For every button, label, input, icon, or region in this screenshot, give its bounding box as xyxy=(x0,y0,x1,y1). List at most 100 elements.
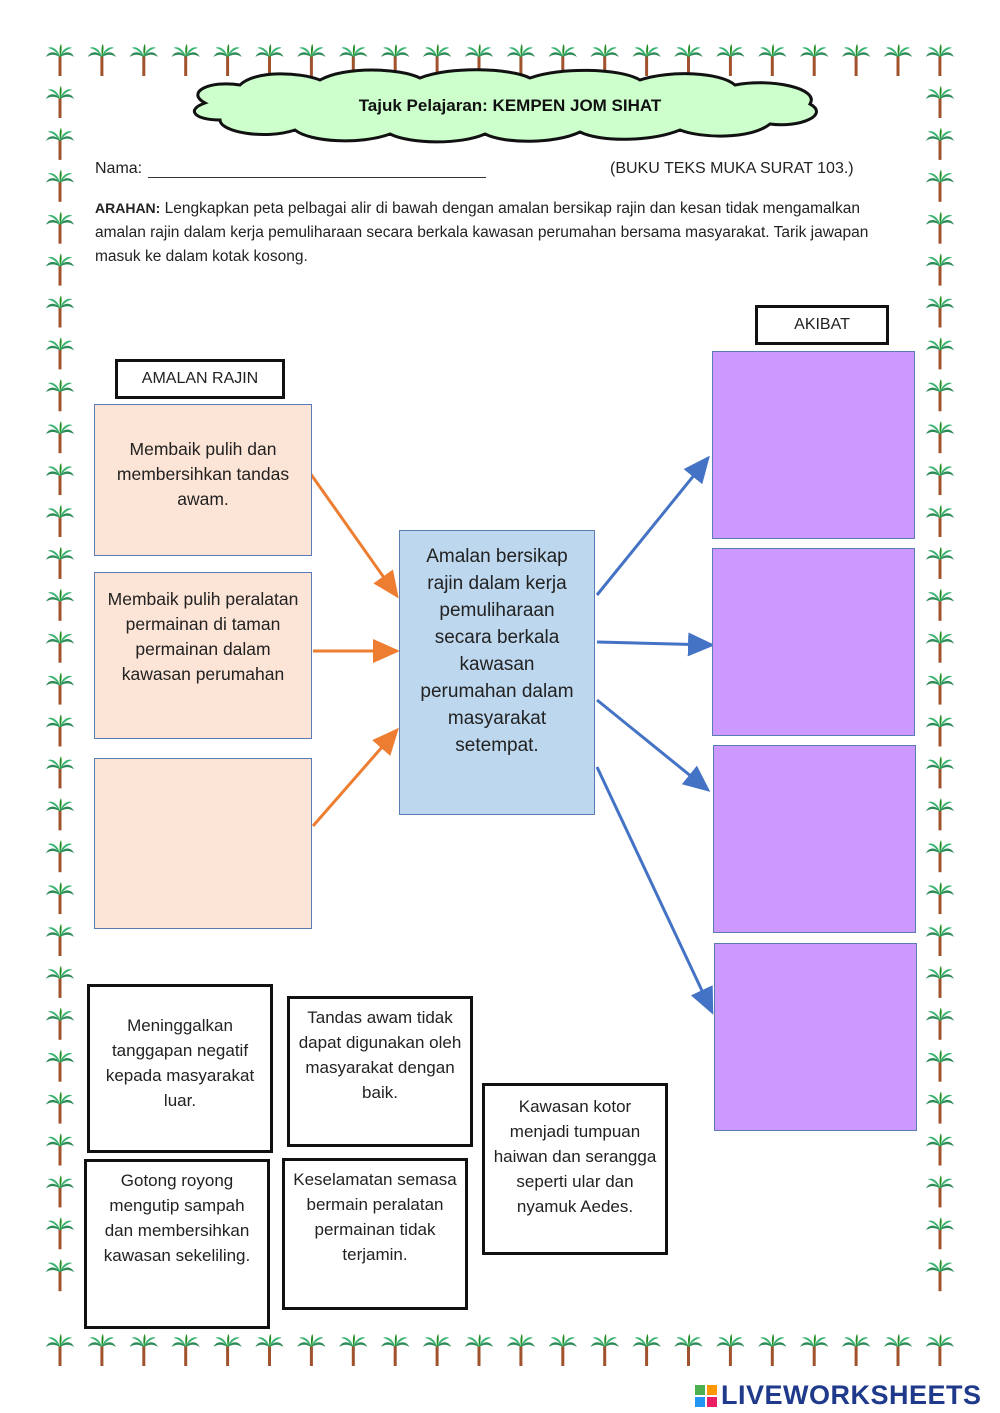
palm-tree-icon xyxy=(129,1334,158,1366)
palm-tree-icon xyxy=(716,44,745,76)
palm-tree-icon xyxy=(46,1133,74,1166)
palm-tree-icon xyxy=(46,86,74,118)
palm-tree-icon xyxy=(926,965,954,998)
palm-tree-icon xyxy=(674,1334,703,1366)
palm-tree-icon xyxy=(548,1334,577,1366)
palm-tree-icon xyxy=(46,211,74,244)
palm-tree-icon xyxy=(925,44,954,76)
palm-tree-icon xyxy=(46,1217,74,1250)
answer-card-1[interactable]: Meninggalkan tanggapan negatif kepada ma… xyxy=(87,984,273,1153)
palm-tree-icon xyxy=(46,882,74,915)
palm-tree-icon xyxy=(46,630,74,663)
palm-tree-icon xyxy=(926,421,954,454)
instructions-label: ARAHAN: xyxy=(95,200,161,216)
palm-tree-icon xyxy=(46,798,74,831)
palm-tree-icon xyxy=(381,1334,410,1366)
palm-tree-icon xyxy=(674,44,703,76)
palm-tree-icon xyxy=(548,44,577,76)
palm-tree-icon xyxy=(46,127,74,160)
palm-tree-icon xyxy=(716,1334,745,1366)
cause-drop-zone[interactable] xyxy=(94,758,312,929)
palm-tree-icon xyxy=(926,1175,954,1208)
palm-tree-icon xyxy=(925,1334,954,1366)
palm-tree-icon xyxy=(926,924,954,956)
palm-tree-icon xyxy=(339,1334,368,1366)
palm-tree-icon xyxy=(926,337,954,370)
palm-tree-icon xyxy=(46,463,74,496)
textbook-reference: (BUKU TEKS MUKA SURAT 103.) xyxy=(610,160,854,177)
palm-tree-icon xyxy=(926,546,954,579)
palm-tree-icon xyxy=(46,924,74,956)
palm-tree-icon xyxy=(926,1133,954,1166)
palm-tree-icon xyxy=(884,44,912,76)
name-field: Nama: xyxy=(95,160,487,178)
palm-tree-icon xyxy=(46,1049,74,1082)
instructions-text: Lengkapkan peta pelbagai alir di bawah d… xyxy=(95,200,869,265)
palm-tree-icon xyxy=(926,1259,954,1292)
palm-tree-icon xyxy=(926,1091,954,1124)
palm-tree-icon xyxy=(46,295,74,328)
palm-tree-icon xyxy=(46,379,74,412)
palm-tree-icon xyxy=(926,1049,954,1082)
palm-tree-icon xyxy=(46,1334,74,1366)
page-title: Tajuk Pelajaran: KEMPEN JOM SIHAT xyxy=(358,96,662,115)
answer-card-4[interactable]: Gotong royong mengutip sampah dan member… xyxy=(84,1159,270,1329)
answer-card-3[interactable]: Kawasan kotor menjadi tumpuan haiwan dan… xyxy=(482,1083,668,1255)
liveworksheets-logo: LIVEWORKSHEETS xyxy=(695,1380,982,1411)
palm-tree-icon xyxy=(884,1334,912,1366)
palm-tree-icon xyxy=(87,44,116,76)
right-header: AKIBAT xyxy=(755,305,889,345)
palm-tree-icon xyxy=(842,44,871,76)
palm-tree-icon xyxy=(758,44,787,76)
palm-tree-icon xyxy=(926,882,954,915)
answer-card-5[interactable]: Keselamatan semasa bermain peralatan per… xyxy=(282,1158,468,1310)
palm-tree-icon xyxy=(46,337,74,370)
answer-card-2[interactable]: Tandas awam tidak dapat digunakan oleh m… xyxy=(287,996,473,1147)
palm-tree-icon xyxy=(423,44,452,76)
palm-tree-icon xyxy=(926,463,954,496)
palm-tree-icon xyxy=(46,421,74,454)
effect-drop-zone-1[interactable] xyxy=(712,351,915,539)
effect-drop-zone-2[interactable] xyxy=(712,548,915,736)
palm-tree-icon xyxy=(632,44,661,76)
palm-tree-icon xyxy=(381,44,410,76)
effect-drop-zone-4[interactable] xyxy=(714,943,917,1131)
palm-tree-icon xyxy=(46,44,74,76)
palm-tree-icon xyxy=(926,127,954,160)
palm-tree-icon xyxy=(926,295,954,328)
palm-tree-icon xyxy=(46,1091,74,1124)
palm-tree-icon xyxy=(46,546,74,579)
palm-tree-icon xyxy=(87,1334,116,1366)
palm-tree-icon xyxy=(758,1334,787,1366)
palm-tree-icon xyxy=(171,1334,200,1366)
palm-tree-icon xyxy=(506,1334,535,1366)
name-line[interactable] xyxy=(148,161,487,178)
palm-tree-icon xyxy=(926,756,954,789)
palm-tree-icon xyxy=(590,1334,619,1366)
effect-drop-zone-3[interactable] xyxy=(713,745,916,933)
palm-tree-icon xyxy=(926,630,954,663)
palm-tree-icon xyxy=(171,44,200,76)
palm-tree-icon xyxy=(297,44,326,76)
liveworksheets-logo-icon xyxy=(695,1385,717,1407)
logo-text: LIVEWORKSHEETS xyxy=(721,1380,982,1410)
instructions: ARAHAN: Lengkapkan peta pelbagai alir di… xyxy=(95,196,905,269)
palm-tree-icon xyxy=(926,1007,954,1040)
center-concept: Amalan bersikap rajin dalam kerja pemuli… xyxy=(399,530,595,815)
cause-box-1: Membaik pulih dan membersihkan tandas aw… xyxy=(94,404,312,556)
name-label: Nama: xyxy=(95,160,143,177)
palm-tree-icon xyxy=(800,1334,829,1366)
palm-tree-icon xyxy=(46,588,74,621)
palm-tree-icon xyxy=(46,1175,74,1208)
palm-tree-icon xyxy=(465,44,493,76)
palm-tree-icon xyxy=(842,1334,871,1366)
palm-tree-icon xyxy=(926,211,954,244)
palm-tree-icon xyxy=(926,672,954,705)
palm-tree-icon xyxy=(926,1217,954,1250)
palm-tree-icon xyxy=(46,1007,74,1040)
palm-tree-icon xyxy=(46,714,74,747)
palm-tree-icon xyxy=(926,798,954,831)
palm-tree-icon xyxy=(129,44,158,76)
palm-tree-icon xyxy=(506,44,535,76)
palm-tree-icon xyxy=(213,1334,242,1366)
